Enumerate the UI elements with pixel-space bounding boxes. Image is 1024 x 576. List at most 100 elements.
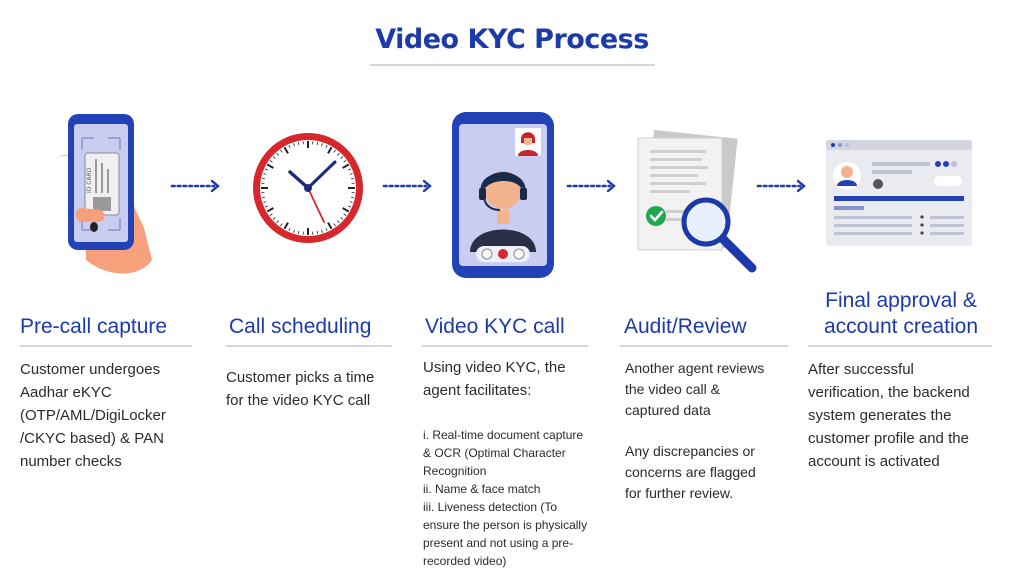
- detail-line: ensure the person is physically: [423, 518, 588, 532]
- clock-tick: [272, 156, 276, 159]
- clock-tick: [297, 230, 300, 235]
- clock-tick: [321, 143, 323, 147]
- page-title: Video KYC Process: [375, 24, 649, 55]
- description-line: the video call &: [625, 381, 720, 397]
- clock-tick: [350, 177, 355, 180]
- clock-tick: [349, 201, 353, 203]
- detail-line: Recognition: [423, 464, 487, 478]
- step-title-pre-call-capture: Pre-call capture: [20, 315, 168, 338]
- description-line: customer profile and the: [808, 430, 969, 447]
- clock-tick: [283, 222, 289, 230]
- detail-line: i. Real-time document capture: [423, 428, 584, 442]
- clock-tick: [269, 213, 273, 216]
- step-title-final-approval: Final approval & account creation: [806, 288, 996, 340]
- clock-tick: [327, 222, 333, 230]
- document-magnifier-icon: [637, 130, 757, 273]
- clock-tick: [269, 160, 273, 163]
- description-line: Any discrepancies or: [625, 443, 755, 459]
- detail-line: ii. Name & face match: [423, 482, 541, 496]
- step-underline: [20, 345, 192, 347]
- step-description-video-kyc: Using video KYC, the agent facilitates:: [423, 356, 603, 402]
- clock-tick: [325, 144, 328, 148]
- step-description-call-scheduling: Customer picks a time for the video KYC …: [226, 366, 406, 412]
- detail-line: & OCR (Optimal Character: [423, 446, 566, 460]
- clock-tick: [276, 220, 279, 224]
- step-title-call-scheduling: Call scheduling: [229, 315, 372, 338]
- step-title-audit-review: Audit/Review: [624, 315, 747, 338]
- description-line: Another agent reviews: [625, 360, 765, 376]
- description-line: Customer undergoes: [20, 361, 161, 378]
- description-line: Aadhar eKYC: [20, 384, 112, 401]
- dotted-arrow-icon: [566, 179, 616, 193]
- clock-tick: [280, 149, 283, 153]
- step-description-audit-flagging: Any discrepancies or concerns are flagge…: [625, 441, 795, 504]
- clock-tick: [321, 229, 323, 233]
- step-underline: [620, 345, 788, 347]
- clock-tick: [343, 213, 347, 216]
- step-title-line: Final approval &: [825, 289, 977, 312]
- clock-tick: [293, 229, 295, 233]
- clock-tick: [342, 207, 350, 213]
- clock-tick: [297, 141, 300, 146]
- clock-tick: [280, 223, 283, 227]
- step-underline: [808, 345, 992, 347]
- step-underline: [226, 345, 392, 347]
- detail-line: present and not using a pre-: [423, 536, 574, 550]
- clock-tick: [293, 143, 295, 147]
- description-line: After successful: [808, 361, 914, 378]
- clock-tick: [264, 205, 268, 208]
- video-call-icon: [452, 112, 554, 278]
- clock-tick: [283, 146, 289, 154]
- step-title-line: account creation: [823, 315, 979, 338]
- profile-dashboard-icon: [826, 140, 972, 246]
- clock-tick: [266, 207, 274, 213]
- clock-tick: [337, 220, 340, 224]
- description-line: (OTP/AML/DigiLocker: [20, 407, 166, 424]
- step-description-audit: Another agent reviews the video call & c…: [625, 358, 795, 421]
- description-line: for further review.: [625, 485, 734, 501]
- clock-tick: [261, 196, 266, 199]
- description-line: concerns are flagged: [625, 464, 756, 480]
- dotted-arrow-icon: [170, 179, 220, 193]
- clock-tick: [316, 141, 319, 146]
- description-line: verification, the backend: [808, 384, 970, 401]
- description-line: captured data: [625, 402, 711, 418]
- clock-tick: [340, 156, 344, 159]
- step-underline: [422, 345, 588, 347]
- clock-tick: [337, 152, 340, 156]
- clock-tick: [288, 228, 291, 232]
- clock-tick: [348, 205, 352, 208]
- description-line: Customer picks a time: [226, 369, 375, 386]
- id-card-label: ID CARD: [86, 167, 93, 193]
- description-line: agent facilitates:: [423, 382, 532, 399]
- dotted-arrow-icon: [756, 179, 806, 193]
- clock-tick: [348, 168, 352, 171]
- clock-tick: [350, 196, 355, 199]
- video-kyc-details: i. Real-time document capture & OCR (Opt…: [423, 426, 613, 570]
- step-description-pre-call: Customer undergoes Aadhar eKYC (OTP/AML/…: [20, 358, 210, 473]
- description-line: for the video KYC call: [226, 392, 371, 409]
- description-line: /CKYC based) & PAN: [20, 430, 164, 447]
- clock-tick: [266, 163, 274, 169]
- clock-tick: [264, 168, 268, 171]
- clock-icon: [253, 133, 363, 243]
- clock-tick: [261, 177, 266, 180]
- description-line: system generates the: [808, 407, 952, 424]
- clock-tick: [263, 201, 267, 203]
- clock-tick: [272, 217, 276, 220]
- clock-tick: [276, 152, 279, 156]
- clock-tick: [316, 230, 319, 235]
- description-line: Using video KYC, the: [423, 359, 566, 376]
- step-title-video-kyc-call: Video KYC call: [425, 315, 565, 338]
- title-underline: [370, 64, 655, 66]
- clock-tick: [263, 173, 267, 175]
- clock-tick: [333, 223, 336, 227]
- description-line: number checks: [20, 453, 122, 470]
- clock-tick: [333, 149, 336, 153]
- description-line: account is activated: [808, 453, 940, 470]
- clock-tick: [327, 146, 333, 154]
- clock-tick: [342, 163, 350, 169]
- clock-tick: [343, 160, 347, 163]
- clock-tick: [340, 217, 344, 220]
- detail-line: iii. Liveness detection (To: [423, 500, 558, 514]
